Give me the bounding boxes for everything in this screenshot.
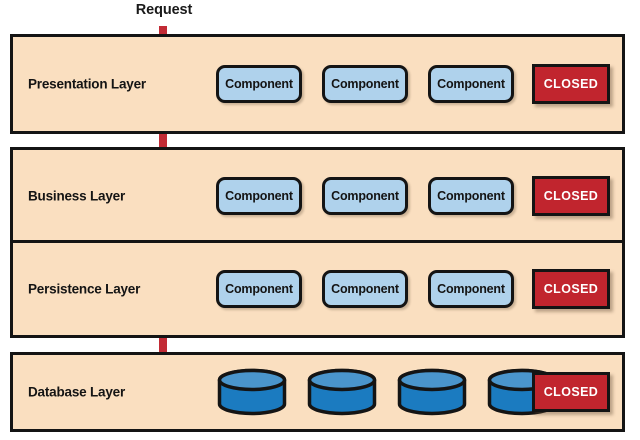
status-badge-closed[interactable]: CLOSED [532,175,610,216]
status-badge-closed[interactable]: CLOSED [532,372,610,412]
component-box[interactable]: Component [428,176,514,215]
status-badge-closed[interactable]: CLOSED [532,64,610,104]
component-box[interactable]: Component [322,65,408,103]
layer-label-business: Business Layer [28,188,125,203]
component-box[interactable]: Component [428,65,514,103]
layer-label-database: Database Layer [28,384,126,400]
layer-band-database[interactable]: Database Layer [10,352,625,432]
database-icon[interactable] [306,368,378,416]
request-arrow-shaft-2 [159,110,167,158]
layer-label-presentation: Presentation Layer [28,76,146,92]
status-badge-closed[interactable]: CLOSED [532,269,610,309]
layer-label-persistence: Persistence Layer [28,281,141,297]
component-row-business: Component Component Component [216,176,514,215]
request-label: Request [135,2,193,18]
database-cylinder-row [216,368,558,416]
component-box[interactable]: Component [216,65,302,103]
component-row-persistence: Component Component Component [216,270,514,308]
component-box[interactable]: Component [322,270,408,308]
component-box[interactable]: Component [216,270,302,308]
layer-band-business[interactable]: Business Layer Component Component Compo… [10,147,625,244]
component-row-presentation: Component Component Component [216,65,514,103]
database-icon[interactable] [396,368,468,416]
layer-band-presentation[interactable]: Presentation Layer Component Component C… [10,34,625,134]
database-icon[interactable] [216,368,288,416]
layer-band-persistence[interactable]: Persistence Layer Component Component Co… [10,240,625,338]
component-box[interactable]: Component [428,270,514,308]
component-box[interactable]: Component [216,176,302,215]
component-box[interactable]: Component [322,176,408,215]
